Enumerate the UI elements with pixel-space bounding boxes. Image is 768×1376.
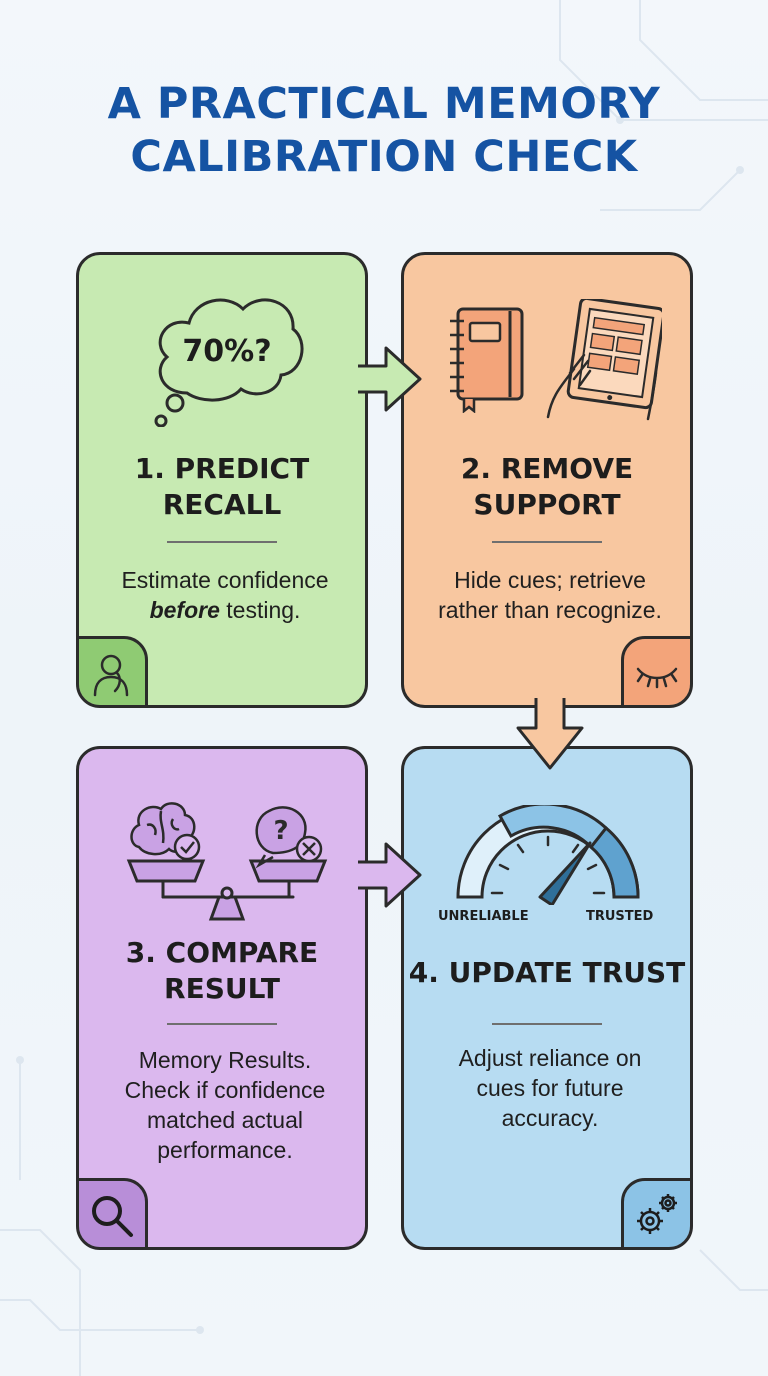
step-4-body-line2: cues for future <box>476 1075 624 1101</box>
page-title: A PRACTICAL MEMORY CALIBRATION CHECK <box>0 78 768 184</box>
trust-gauge-icon <box>456 805 640 905</box>
step-3-body-line1: Memory Results. <box>138 1047 312 1073</box>
arrow-step1-to-step2 <box>358 346 422 412</box>
step-3-body-line3: matched actual <box>147 1107 303 1133</box>
page-title-line2: CALIBRATION CHECK <box>130 132 638 182</box>
step-4-divider <box>492 1023 602 1025</box>
gauge-label-left: UNRELIABLE <box>438 909 529 924</box>
gears-icon <box>637 1194 677 1234</box>
step-2-corner <box>621 636 690 705</box>
step-4-card: UNRELIABLE TRUSTED 4. UPDATE TRUST Adjus… <box>401 746 693 1250</box>
step-1-body: Estimate confidence before testing. <box>93 565 357 625</box>
step-2-heading: 2. REMOVE SUPPORT <box>404 451 690 523</box>
step-3-divider <box>167 1023 277 1025</box>
step-2-heading-line2: SUPPORT <box>473 488 621 521</box>
svg-text:?: ? <box>273 816 288 846</box>
step-2-body: Hide cues; retrieve rather than recogniz… <box>418 565 682 625</box>
tablet-hands-icon <box>546 299 662 421</box>
step-4-corner <box>621 1178 690 1247</box>
step-3-heading-line1: 3. COMPARE <box>125 936 319 969</box>
step-3-heading-line2: RESULT <box>164 972 280 1005</box>
step-3-corner <box>79 1178 148 1247</box>
step-1-body-rest: testing. <box>219 597 301 623</box>
step-4-body-line3: accuracy. <box>501 1105 599 1131</box>
step-1-heading: 1. PREDICT RECALL <box>79 451 365 523</box>
thought-bubble-icon: 70%? <box>154 298 304 427</box>
closed-eye-icon <box>636 667 678 689</box>
step-1-card: 70%? 1. PREDICT RECALL Estimate confiden… <box>76 252 368 708</box>
brain-check-icon <box>130 802 201 861</box>
step-3-body-line4: performance. <box>157 1137 293 1163</box>
step-4-heading: 4. UPDATE TRUST <box>408 956 686 989</box>
step-2-body-line2: rather than recognize. <box>438 597 662 623</box>
magnifier-icon <box>92 1196 133 1237</box>
step-4-body-line1: Adjust reliance on <box>458 1045 642 1071</box>
step-3-body: Memory Results. Check if confidence matc… <box>93 1045 357 1165</box>
step-1-body-line1: Estimate confidence <box>121 567 329 593</box>
step-1-body-emphasis: before <box>149 597 220 623</box>
step-3-heading: 3. COMPARE RESULT <box>79 935 365 1007</box>
question-x-icon: ? <box>255 806 323 869</box>
step-3-body-line2: Check if confidence <box>124 1077 326 1103</box>
step-2-divider <box>492 541 602 543</box>
thinking-person-icon <box>93 654 129 697</box>
step-1-divider <box>167 541 277 543</box>
step-2-card: 2. REMOVE SUPPORT Hide cues; retrieve ra… <box>401 252 693 708</box>
step-2-body-line1: Hide cues; retrieve <box>454 567 646 593</box>
step-1-heading-line2: RECALL <box>162 488 282 521</box>
step-2-heading-line1: 2. REMOVE <box>460 452 634 485</box>
step-3-card: ? 3. COMPARE RESULT Memory Results. Chec… <box>76 746 368 1250</box>
arrow-step2-to-step4 <box>516 698 584 770</box>
notebook-icon <box>450 307 524 413</box>
page-title-line1: A PRACTICAL MEMORY <box>107 79 661 129</box>
step-1-heading-line1: 1. PREDICT <box>134 452 310 485</box>
step-1-corner <box>79 636 148 705</box>
gauge-label-right: TRUSTED <box>586 909 654 924</box>
thought-bubble-text: 70%? <box>182 334 271 369</box>
arrow-step3-to-step4 <box>358 842 422 908</box>
step-1-body-line2: before testing. <box>93 595 357 625</box>
step-4-body: Adjust reliance on cues for future accur… <box>418 1043 682 1133</box>
balance-scale-icon: ? <box>126 802 328 921</box>
